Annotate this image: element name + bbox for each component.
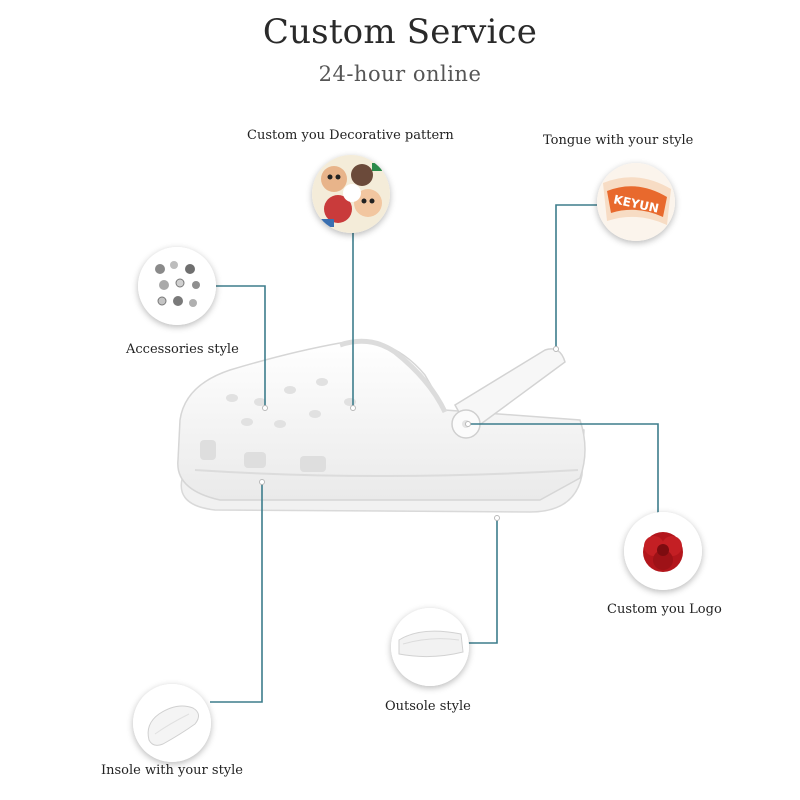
page-subtitle: 24-hour online bbox=[318, 62, 482, 86]
connector-dots bbox=[259, 346, 559, 521]
custom-logo-sample bbox=[624, 512, 702, 590]
insole-sample bbox=[133, 684, 211, 762]
decorative-pattern-sample bbox=[312, 155, 390, 233]
custom-logo-label: Custom you Logo bbox=[607, 602, 722, 617]
decorative-pattern-label: Custom you Decorative pattern bbox=[247, 128, 454, 143]
tongue-style-label: Tongue with your style bbox=[543, 133, 694, 148]
outsole-style-label: Outsole style bbox=[385, 699, 471, 714]
insole-style-label: Insole with your style bbox=[101, 763, 243, 778]
connector-lines bbox=[200, 204, 659, 703]
page-title: Custom Service bbox=[262, 12, 538, 52]
accessories-sample bbox=[138, 247, 216, 325]
clog-shoe-image bbox=[177, 338, 586, 513]
outsole-sample bbox=[391, 608, 469, 686]
accessories-style-label: Accessories style bbox=[126, 342, 239, 357]
tongue-style-sample: KEYUN bbox=[597, 163, 675, 241]
